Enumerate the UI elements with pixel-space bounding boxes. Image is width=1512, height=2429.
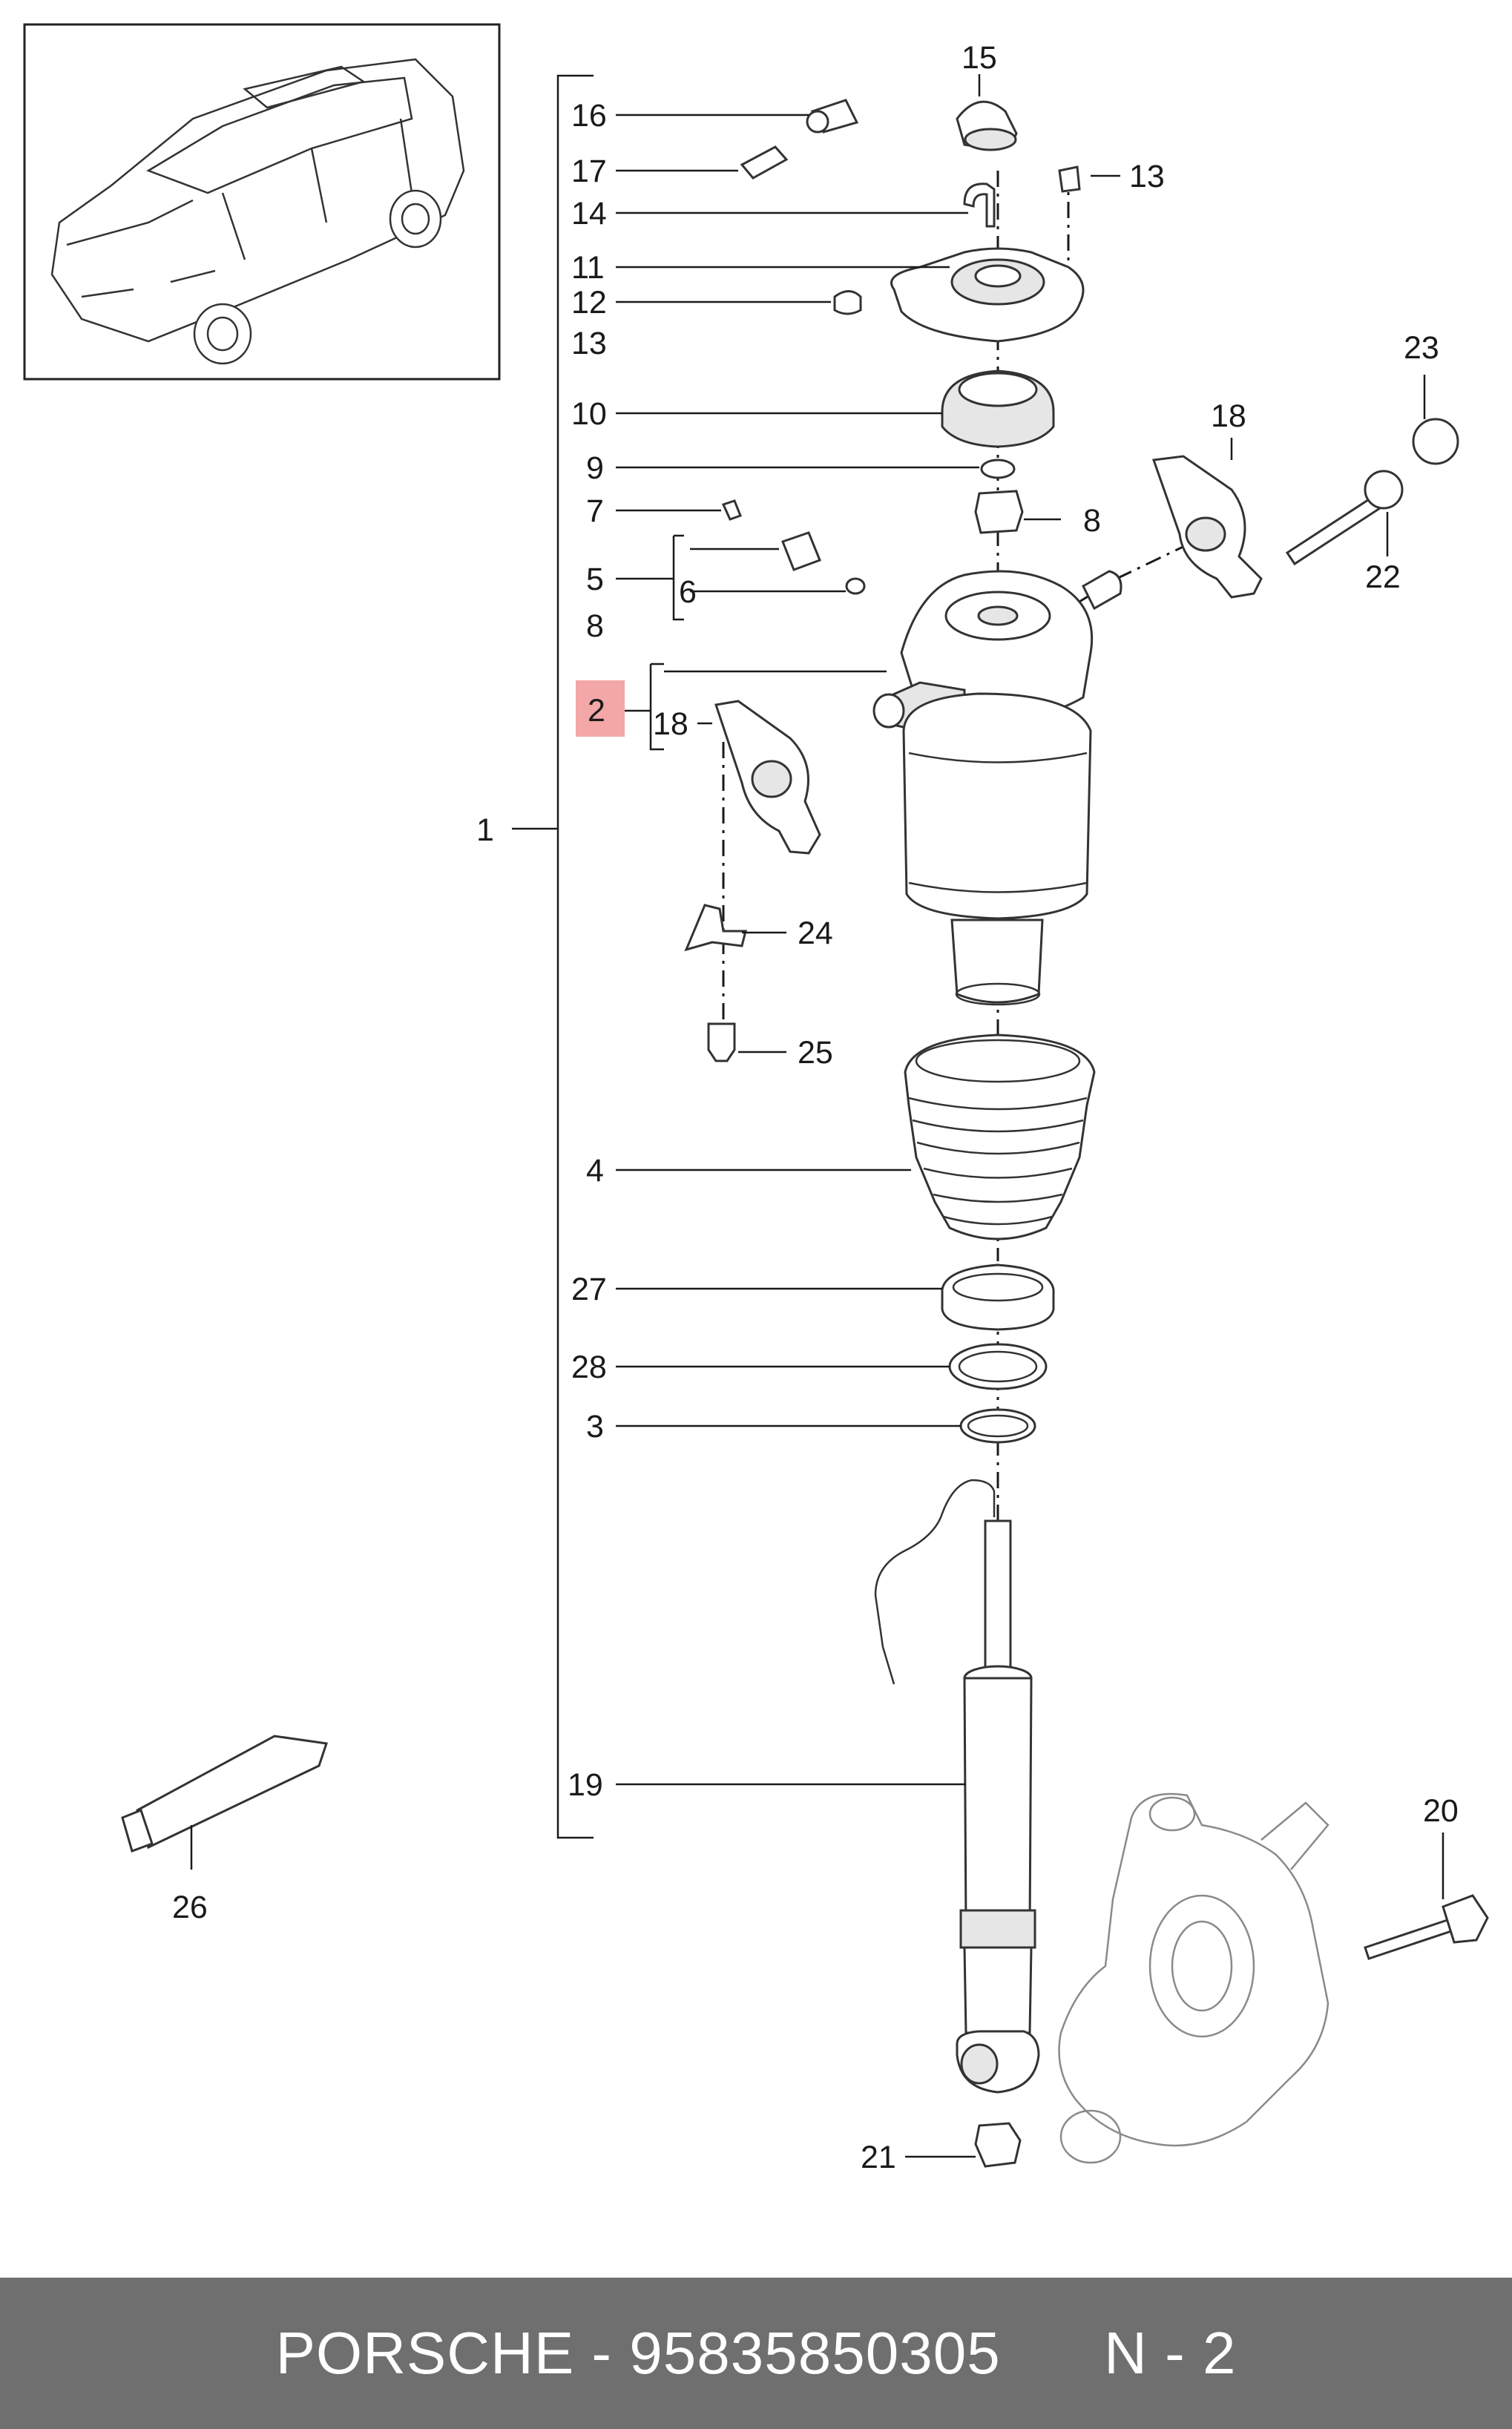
callout-13-right: 13 [1129, 159, 1165, 194]
part-26-grease-tube [121, 1735, 328, 1853]
callout-18-left: 18 [653, 706, 688, 742]
callout-28: 28 [571, 1350, 607, 1385]
callout-27: 27 [571, 1272, 607, 1307]
part-15-cap [956, 100, 1018, 151]
callout-5: 5 [586, 562, 604, 597]
callout-22: 22 [1365, 559, 1401, 595]
callout-11: 11 [571, 250, 605, 286]
footer-page-ref: N - 2 [1104, 2320, 1237, 2386]
callout-19: 19 [568, 1767, 603, 1803]
footer-gap [574, 2319, 591, 2387]
part-27-ring [941, 1263, 1055, 1331]
callout-8-left: 8 [586, 608, 604, 644]
footer-gap-wide [1001, 2319, 1104, 2387]
part-3-o-ring [959, 1408, 1036, 1444]
footer-bar: PORSCHE - 95835850305 N - 2 [0, 2278, 1512, 2429]
part-18-bracket-right [1151, 455, 1263, 599]
exploded-parts-diagram: 15 13 16 17 14 11 12 13 10 9 7 8 5 6 8 1… [23, 23, 1489, 2175]
callout-13-left: 13 [571, 326, 607, 361]
part-10-bearing [941, 369, 1055, 448]
callout-20: 20 [1423, 1793, 1459, 1829]
vehicle-thumbnail [23, 23, 501, 381]
callout-15: 15 [962, 40, 997, 76]
callout-1: 1 [476, 812, 494, 848]
callout-4: 4 [586, 1153, 604, 1189]
wheel-carrier-ghost [1058, 1792, 1329, 2164]
part-2-air-spring [872, 570, 1123, 1006]
callout-24: 24 [798, 916, 833, 951]
callout-17: 17 [571, 154, 607, 189]
part-11-top-mount [890, 247, 1085, 343]
callout-23: 23 [1404, 330, 1439, 366]
highlight-box-item-2 [576, 680, 625, 737]
callout-25: 25 [798, 1035, 833, 1071]
callout-21: 21 [861, 2140, 896, 2175]
callout-2: 2 [588, 693, 605, 729]
callout-14: 14 [571, 196, 607, 231]
footer-part-number: 95835850305 [629, 2320, 1001, 2386]
footer-brand: PORSCHE [275, 2320, 575, 2386]
part-4-bellows [904, 1033, 1096, 1240]
callout-3: 3 [586, 1409, 604, 1444]
part-28-ring [948, 1343, 1048, 1390]
callout-12: 12 [571, 285, 607, 321]
part-19-damper [874, 1479, 1040, 2094]
leader-lines [190, 74, 1444, 2158]
callout-labels: 15 13 16 17 14 11 12 13 10 9 7 8 5 6 8 1… [172, 40, 1459, 2175]
callout-18-right: 18 [1211, 398, 1246, 434]
footer-separator: - [591, 2320, 613, 2386]
footer-gap [612, 2319, 629, 2387]
callout-9: 9 [586, 450, 604, 486]
callout-8-right: 8 [1083, 503, 1101, 539]
callout-10: 10 [571, 396, 607, 432]
callout-7: 7 [586, 493, 604, 529]
callout-26: 26 [172, 1890, 208, 1925]
callout-6: 6 [679, 574, 697, 610]
part-18-bracket-left [714, 700, 821, 855]
callout-16: 16 [571, 98, 607, 134]
